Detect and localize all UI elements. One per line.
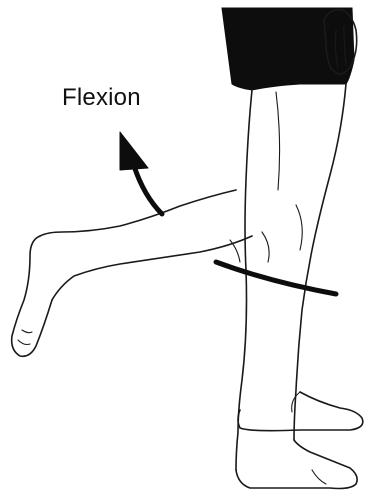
flexion-arrow-head (120, 132, 148, 170)
rotation-line (216, 262, 336, 294)
flexion-arrow-shaft (134, 166, 162, 214)
shorts-shape (222, 8, 354, 90)
